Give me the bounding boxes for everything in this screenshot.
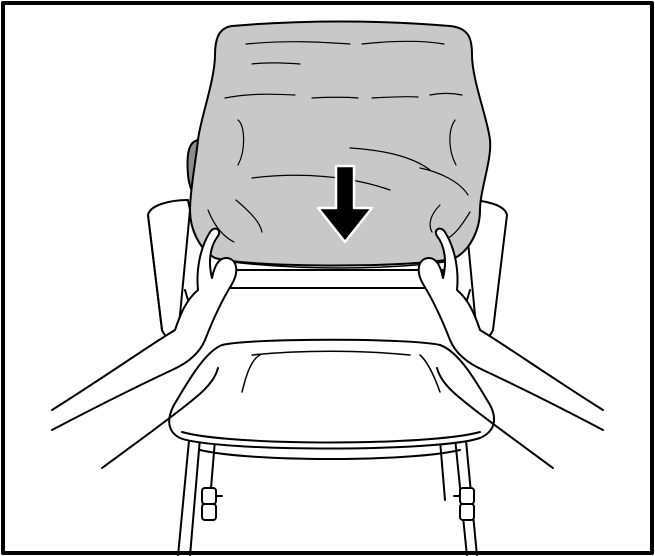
- backrest-frame-bar: [230, 270, 443, 288]
- chair-seat: [169, 340, 494, 459]
- seat-cushion: [169, 340, 494, 449]
